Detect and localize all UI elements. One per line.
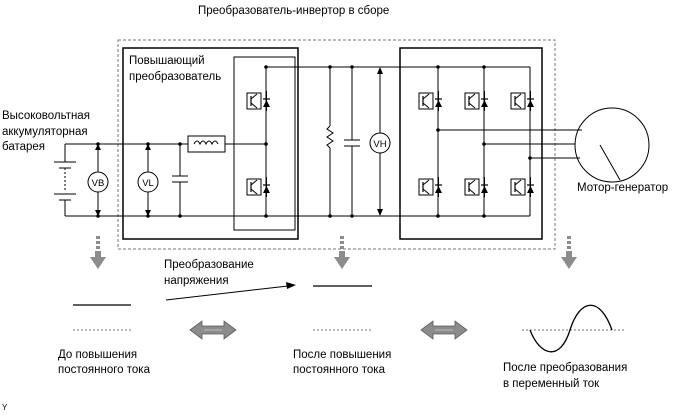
inverter-igbt-u-upper [418,90,443,112]
stage1-caption-line2: постоянного тока [58,364,151,376]
conversion-label-line2: напряжения [164,275,229,287]
stage3-caption-line2: в переменный ток [503,378,600,390]
boost-igbt-lower [246,176,271,198]
vh-meter-label: VH [373,139,386,150]
battery-label-line3: батарея [2,141,45,153]
inductor [187,135,226,153]
stage2-down-arrow [334,236,350,269]
motor-generator-label: Мотор-генератор [577,182,668,194]
inverter-igbt-v-upper [464,90,489,112]
stage3-down-arrow [561,236,577,269]
inverter-igbt-w-lower [510,176,535,198]
vl-meter-label: VL [142,178,154,189]
vb-meter-label: VB [92,178,105,189]
conversion-arrow [165,282,296,301]
boost-label-line2: преобразователь [129,71,221,83]
circuit-wiring [54,66,650,217]
junction-dots [96,65,532,218]
boost-label-line1: Повышающий [129,55,205,67]
inverter-igbt-u-lower [418,176,443,198]
corner-mark: Y [2,403,8,412]
stage2-voltage-levels [313,285,372,331]
vl-meter: VL [137,171,159,193]
stage3-caption-line1: После преобразования [503,362,627,374]
double-arrow-1-2 [189,320,237,340]
battery-label-line1: Высоковольтная [2,110,90,122]
vh-meter: VH [369,132,391,154]
double-arrow-2-3 [420,320,468,340]
inverter-igbt-v-lower [464,176,489,198]
stage3-ac-wave [522,304,624,353]
stage2-caption-line2: постоянного тока [293,364,386,376]
stage1-down-arrow [90,236,106,269]
diagram-title: Преобразователь-инвертор в сборе [198,5,389,17]
stage1-caption-line1: До повышения [58,349,137,361]
stage2-caption-line1: После повышения [293,349,391,361]
conversion-label-line1: Преобразование [164,259,254,271]
vb-meter: VB [87,171,109,193]
battery-label-line2: аккумуляторная [2,126,88,138]
meter-arrowheads [95,67,383,216]
stage1-voltage-levels [73,304,131,331]
boost-igbt-upper [246,90,271,112]
inverter-igbt-w-upper [510,90,535,112]
